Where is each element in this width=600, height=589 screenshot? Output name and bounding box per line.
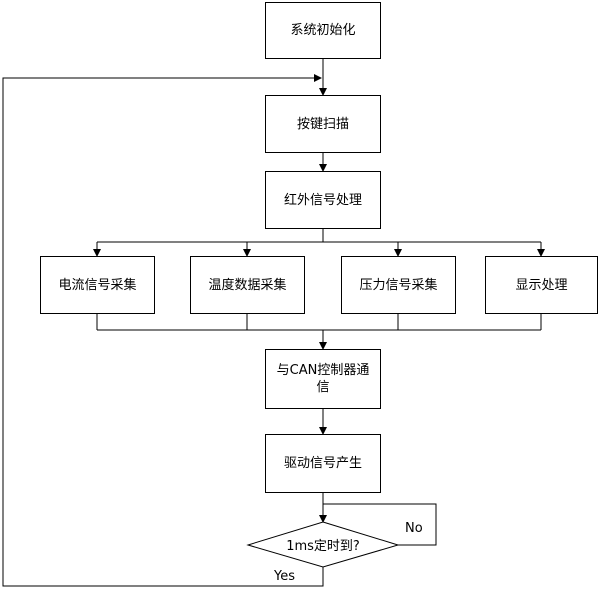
drive-signal-step-label: 驱动信号产生 bbox=[283, 456, 362, 471]
temp-sample-step-label: 温度数据采集 bbox=[208, 277, 287, 293]
key-scan-step-label: 按键扫描 bbox=[296, 116, 349, 132]
pressure-sample-step: 压力信号采集 bbox=[341, 256, 456, 314]
temp-sample-step: 温度数据采集 bbox=[190, 256, 305, 314]
key-scan-step: 按键扫描 bbox=[265, 95, 381, 153]
no-edge-label: No bbox=[405, 521, 423, 536]
drive-signal-step: 驱动信号产生 bbox=[265, 434, 381, 493]
display-process-step: 显示处理 bbox=[485, 256, 598, 314]
can-comm-step-label-2: 信 bbox=[316, 380, 330, 395]
init-step: 系统初始化 bbox=[265, 2, 381, 59]
can-comm-step: 与CAN控制器通 信 bbox=[265, 349, 381, 409]
decision-diamond bbox=[246, 521, 400, 568]
yes-edge-label: Yes bbox=[274, 569, 295, 584]
ir-process-step-label: 红外信号处理 bbox=[283, 192, 362, 208]
current-sample-step-label: 电流信号采集 bbox=[58, 277, 137, 293]
init-step-label: 系统初始化 bbox=[290, 23, 356, 38]
decision-text: 1ms定时到? bbox=[286, 539, 360, 554]
pressure-sample-step-label: 压力信号采集 bbox=[359, 277, 438, 293]
ir-process-step: 红外信号处理 bbox=[265, 171, 381, 229]
edge-no-loop bbox=[323, 503, 437, 546]
current-sample-step: 电流信号采集 bbox=[40, 256, 155, 314]
edge-yes-loop bbox=[2, 74, 324, 587]
display-process-step-label: 显示处理 bbox=[515, 277, 568, 293]
can-comm-step-label-1: 与CAN控制器通 bbox=[276, 363, 370, 378]
